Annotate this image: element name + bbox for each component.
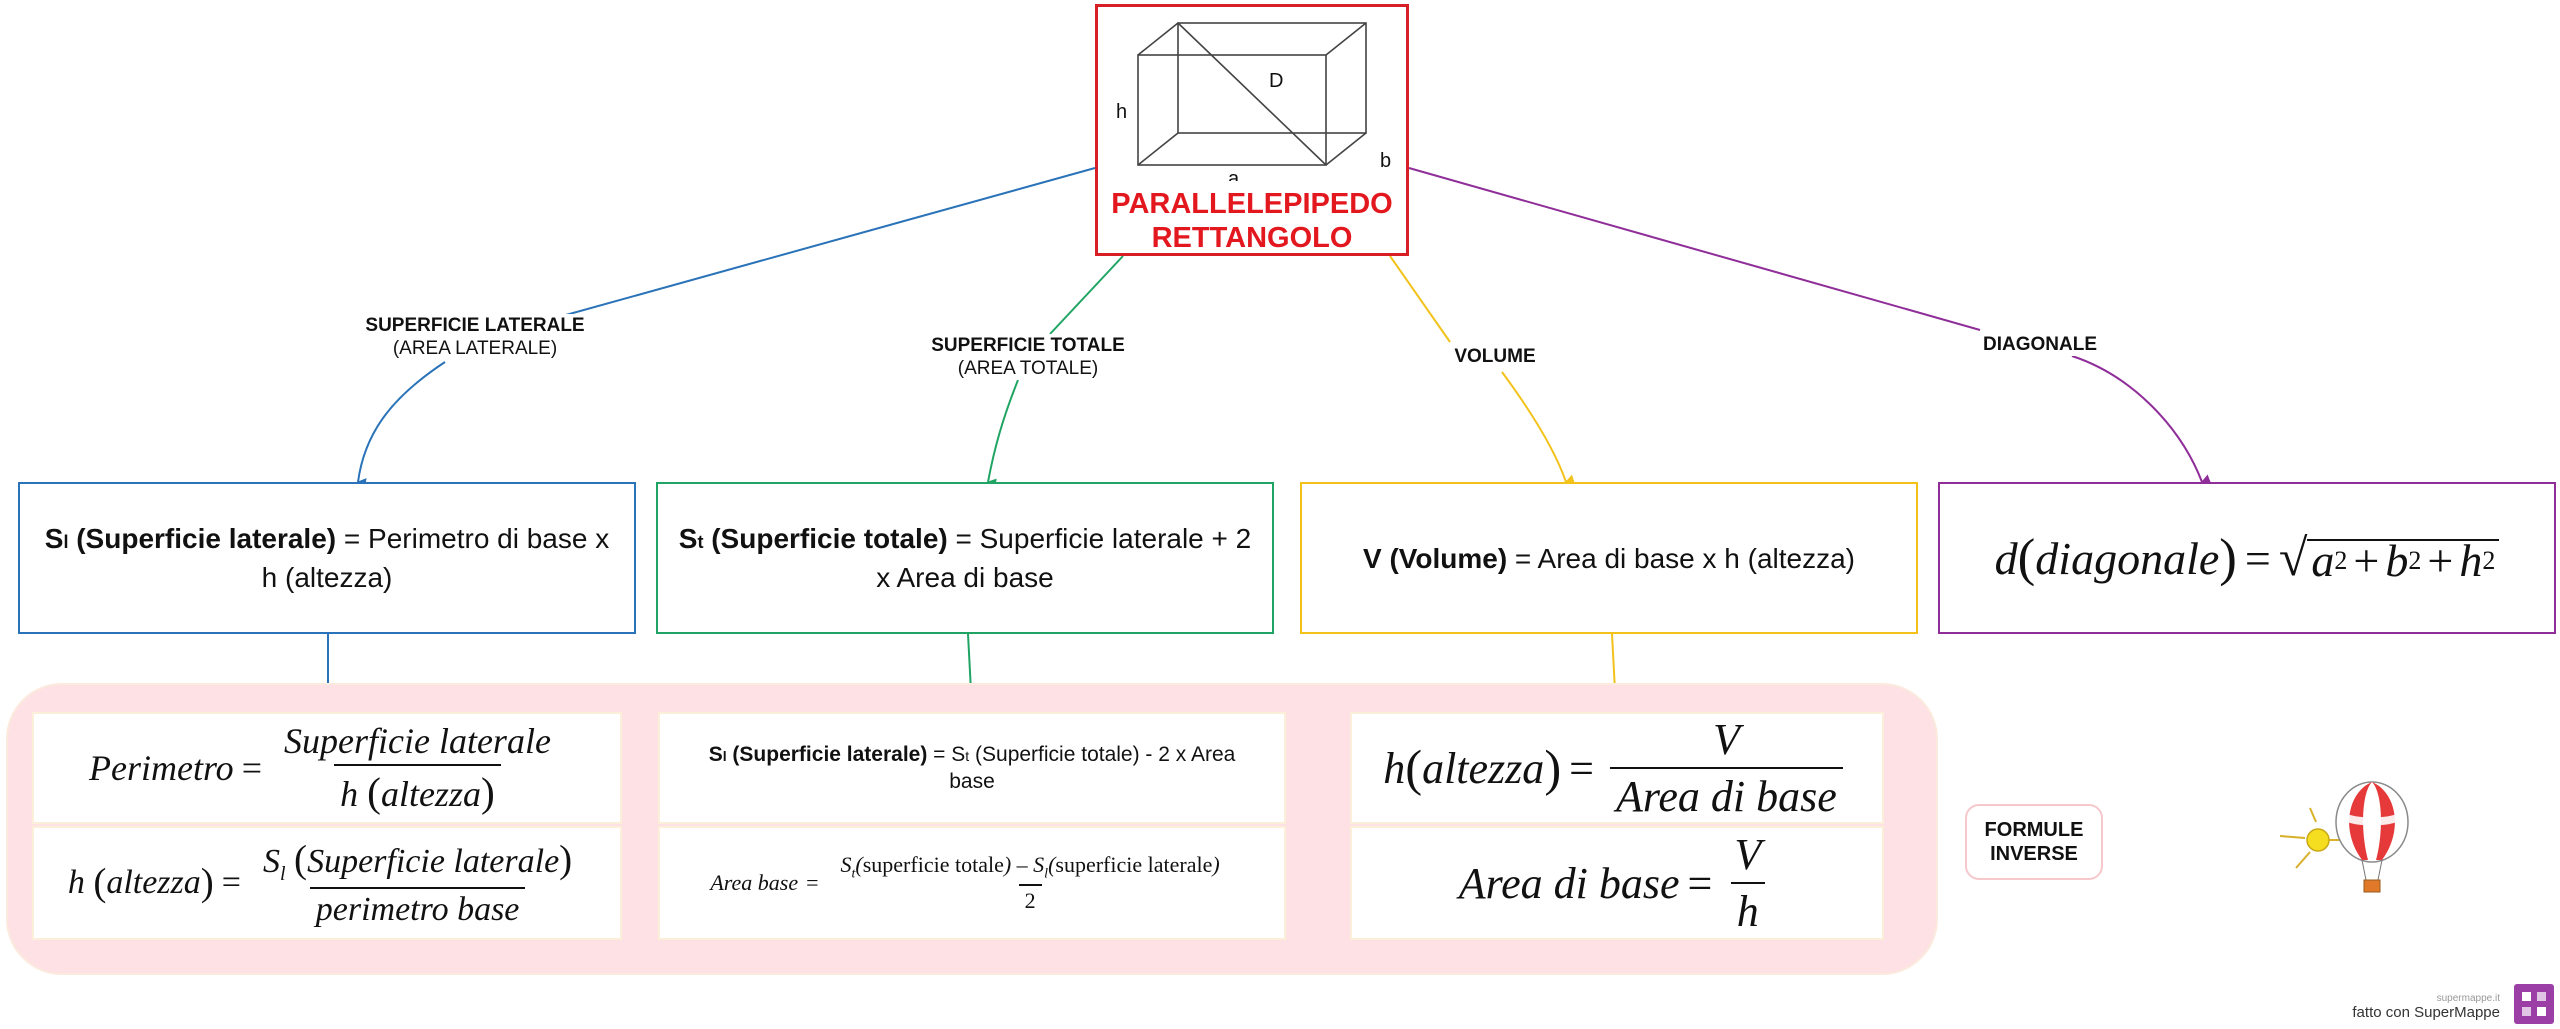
label-d: D: [1269, 70, 1283, 92]
link-diagonal: [1408, 167, 1981, 331]
label-h: h: [1116, 101, 1127, 123]
link-lateral: [554, 167, 1096, 319]
card-area-base-total[interactable]: Area base = St(superficie totale) – Sl(s…: [658, 826, 1286, 940]
hot-air-balloon-icon: [2279, 781, 2409, 893]
edge-label-total: SUPERFICIE TOTALE (AREA TOTALE): [918, 334, 1138, 380]
edge-label-diagonal: DIAGONALE: [1975, 333, 2105, 356]
inverse-formulas-label: FORMULE INVERSE: [1965, 804, 2103, 880]
link-lateral-arrow: [357, 361, 446, 489]
link-total: [1049, 255, 1124, 335]
link-total-arrow: [987, 379, 1019, 489]
link-diagonal-arrow: [2071, 355, 2212, 484]
label-b: b: [1380, 150, 1391, 172]
node-lateral[interactable]: Sl (Superficie laterale) = Perimetro di …: [18, 482, 636, 634]
label-a: a: [1228, 168, 1240, 181]
link-volume-arrow: [1501, 371, 1576, 485]
edge-label-lateral: SUPERFICIE LATERALE (AREA LATERALE): [360, 314, 590, 360]
card-area-base-vol[interactable]: Area di base = V h: [1350, 826, 1884, 940]
root-node[interactable]: h a b D PARALLELEPIPEDO RETTANGOLO: [1095, 4, 1409, 256]
node-total[interactable]: St (Superficie totale) = Superficie late…: [656, 482, 1274, 634]
link-volume: [1389, 255, 1451, 343]
card-altezza-vol[interactable]: h(altezza) = V Area di base: [1350, 712, 1884, 824]
card-sl-from-st[interactable]: Sl (Superficie laterale) = St (Superfici…: [658, 712, 1286, 824]
supermappe-logo-icon[interactable]: [2514, 984, 2554, 1024]
cuboid-figure: h a b D: [1116, 22, 1391, 181]
root-title: PARALLELEPIPEDO RETTANGOLO: [1111, 188, 1393, 254]
credit: supermappe.it fatto con SuperMappe: [2352, 993, 2500, 1021]
card-altezza-lat[interactable]: h (altezza) = Sl (Superficie laterale) p…: [32, 826, 622, 940]
node-volume[interactable]: V (Volume) = Area di base x h (altezza): [1300, 482, 1918, 634]
edge-label-volume: VOLUME: [1440, 345, 1550, 368]
card-perimetro[interactable]: Perimetro = Superficie laterale h (altez…: [32, 712, 622, 824]
